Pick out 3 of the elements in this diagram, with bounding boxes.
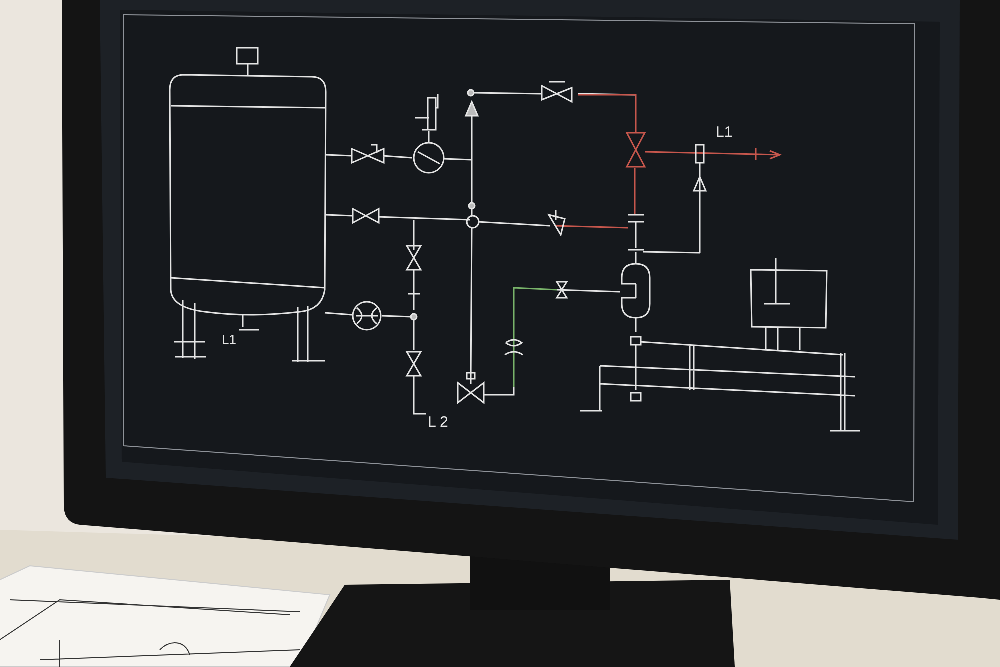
line-label: L1 (222, 333, 236, 346)
line-label: L1 (716, 125, 733, 140)
line-label: L 2 (428, 415, 448, 430)
